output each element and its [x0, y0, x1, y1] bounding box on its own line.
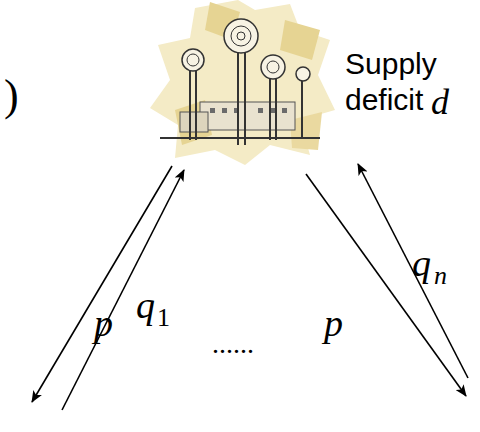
bracket-fragment: )	[4, 74, 19, 118]
deficit-symbol: d	[431, 84, 449, 120]
subscript-index: 1	[157, 305, 170, 331]
quantity-symbol: q	[136, 286, 155, 324]
subscript-index: n	[434, 263, 447, 289]
price-symbol: p	[94, 304, 113, 342]
quantity-symbol: q	[412, 244, 431, 282]
price-symbol: p	[324, 304, 343, 342]
ellipsis: ......	[212, 330, 254, 358]
